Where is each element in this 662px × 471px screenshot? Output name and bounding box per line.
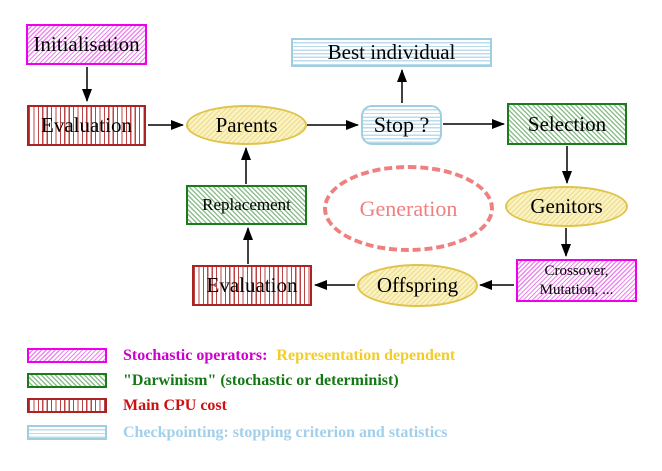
node-genitors: Genitors — [505, 186, 628, 227]
legend-label-darwinism: "Darwinism" (stochastic or determinist) — [123, 371, 399, 389]
legend-row-checkpointing: Checkpointing: stopping criterion and st… — [27, 423, 447, 442]
node-stop: Stop ? — [361, 105, 442, 145]
legend-swatch-checkpointing — [27, 425, 107, 440]
legend-row-cpu: Main CPU cost — [27, 396, 227, 415]
node-best-individual: Best individual — [291, 38, 492, 67]
legend-swatch-stochastic — [27, 348, 107, 363]
legend-label-cpu: Main CPU cost — [123, 396, 227, 414]
node-parents: Parents — [186, 105, 307, 145]
legend-label-representation: Representation dependent — [276, 346, 456, 364]
node-evaluation-bottom: Evaluation — [192, 265, 312, 306]
node-offspring: Offspring — [357, 264, 478, 307]
legend-row-stochastic: Stochastic operators: Representation dep… — [27, 346, 455, 365]
node-initialisation: Initialisation — [26, 24, 147, 65]
legend-swatch-cpu — [27, 398, 107, 413]
legend-label-checkpointing: Checkpointing: stopping criterion and st… — [123, 423, 448, 441]
node-selection: Selection — [507, 103, 627, 145]
crossover-line1: Crossover, — [544, 262, 609, 279]
legend-row-darwinism: "Darwinism" (stochastic or determinist) — [27, 371, 399, 390]
node-crossover-mutation: Crossover, Mutation, ... — [516, 259, 637, 302]
crossover-line2: Mutation, ... — [539, 281, 614, 298]
legend-swatch-darwinism — [27, 373, 107, 388]
generation-cycle-ellipse: Generation — [323, 165, 494, 252]
node-evaluation-top: Evaluation — [27, 105, 146, 146]
legend-label-stochastic: Stochastic operators: — [123, 346, 268, 364]
node-replacement: Replacement — [186, 185, 307, 225]
